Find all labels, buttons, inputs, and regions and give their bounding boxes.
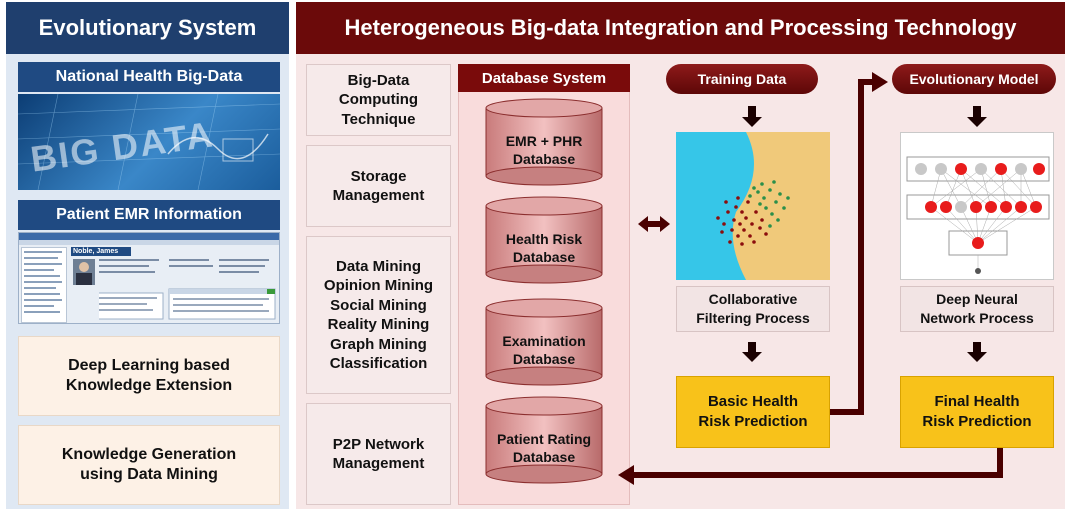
big-data-image: BIG DATA <box>18 94 280 190</box>
tech3-line: Classification <box>329 355 428 372</box>
tech1-line: Technique <box>341 110 416 128</box>
collaborative-filtering-box: Collaborative Filtering Process <box>676 286 830 332</box>
neural-network-image <box>900 132 1054 280</box>
storage-management-box: Storage Management <box>306 145 451 227</box>
tech2-line: Management <box>332 187 425 204</box>
tech1-line: Computing <box>338 91 419 109</box>
emr-patient-name: Noble, James <box>71 247 131 256</box>
evolutionary-system-title: Evolutionary System <box>6 2 289 54</box>
training-data-label: Training Data <box>666 64 818 94</box>
database-cylinders <box>485 98 603 484</box>
tech3-line: Reality Mining <box>327 316 430 333</box>
basic-health-risk-box: Basic Health Risk Prediction <box>676 376 830 448</box>
tech4-line: Management <box>332 455 425 472</box>
deep-learning-line1: Deep Learning based <box>68 357 230 374</box>
basic-line1: Basic Health <box>707 392 799 410</box>
database-system-title: Database System <box>458 64 630 92</box>
tech3-line: Opinion Mining <box>323 277 434 294</box>
db4-line: Database <box>512 449 576 465</box>
deep-learning-line2: Knowledge Extension <box>65 377 233 394</box>
db1-line: Database <box>512 151 576 167</box>
patient-rating-database-label: Patient Rating Database <box>486 423 602 473</box>
tech3-line: Graph Mining <box>330 335 427 353</box>
final-line2: Risk Prediction <box>922 413 1032 430</box>
db4-line: Patient Rating <box>496 430 592 447</box>
cf-line2: Filtering Process <box>696 310 810 326</box>
training-data-scatter-image <box>676 132 830 280</box>
knowledge-generation-line2: using Data Mining <box>80 466 218 483</box>
emr-phr-database-icon <box>485 98 603 186</box>
examination-database-icon <box>485 298 603 386</box>
dnn-line1: Deep Neural <box>936 291 1018 308</box>
big-data-computing-box: Big-Data Computing Technique <box>306 64 451 136</box>
knowledge-generation-box: Knowledge Generation using Data Mining <box>18 425 280 505</box>
integration-technology-title: Heterogeneous Big-data Integration and P… <box>296 2 1065 54</box>
basic-line2: Risk Prediction <box>698 413 808 430</box>
deep-learning-knowledge-box: Deep Learning based Knowledge Extension <box>18 336 280 416</box>
tech4-line: P2P Network <box>332 435 425 453</box>
health-risk-database-label: Health Risk Database <box>486 223 602 273</box>
evolutionary-model-label: Evolutionary Model <box>892 64 1056 94</box>
tech2-line: Storage <box>350 167 407 185</box>
emr-screenshot: Noble, James <box>18 232 280 324</box>
tech1-line: Big-Data <box>347 71 410 89</box>
patient-photo <box>73 259 95 285</box>
final-line1: Final Health <box>934 392 1020 410</box>
knowledge-generation-line1: Knowledge Generation <box>61 446 237 463</box>
db2-line: Database <box>512 249 576 265</box>
health-risk-database-icon <box>485 196 603 284</box>
examination-database-label: Examination Database <box>486 325 602 375</box>
db3-line: Database <box>512 351 576 367</box>
national-health-big-data-title: National Health Big-Data <box>18 62 280 92</box>
final-health-risk-box: Final Health Risk Prediction <box>900 376 1054 448</box>
db1-line: EMR + PHR <box>505 132 583 149</box>
data-mining-box: Data Mining Opinion Mining Social Mining… <box>306 236 451 394</box>
patient-emr-title: Patient EMR Information <box>18 200 280 230</box>
p2p-network-box: P2P Network Management <box>306 403 451 505</box>
deep-neural-network-box: Deep Neural Network Process <box>900 286 1054 332</box>
patient-rating-database-icon <box>485 396 603 484</box>
emr-phr-database-label: EMR + PHR Database <box>486 125 602 175</box>
cf-line1: Collaborative <box>708 291 798 308</box>
tech3-line: Data Mining <box>336 257 421 275</box>
db2-line: Health Risk <box>505 230 583 247</box>
tech3-line: Social Mining <box>330 296 427 314</box>
db3-line: Examination <box>502 332 586 349</box>
dnn-line2: Network Process <box>920 310 1034 326</box>
